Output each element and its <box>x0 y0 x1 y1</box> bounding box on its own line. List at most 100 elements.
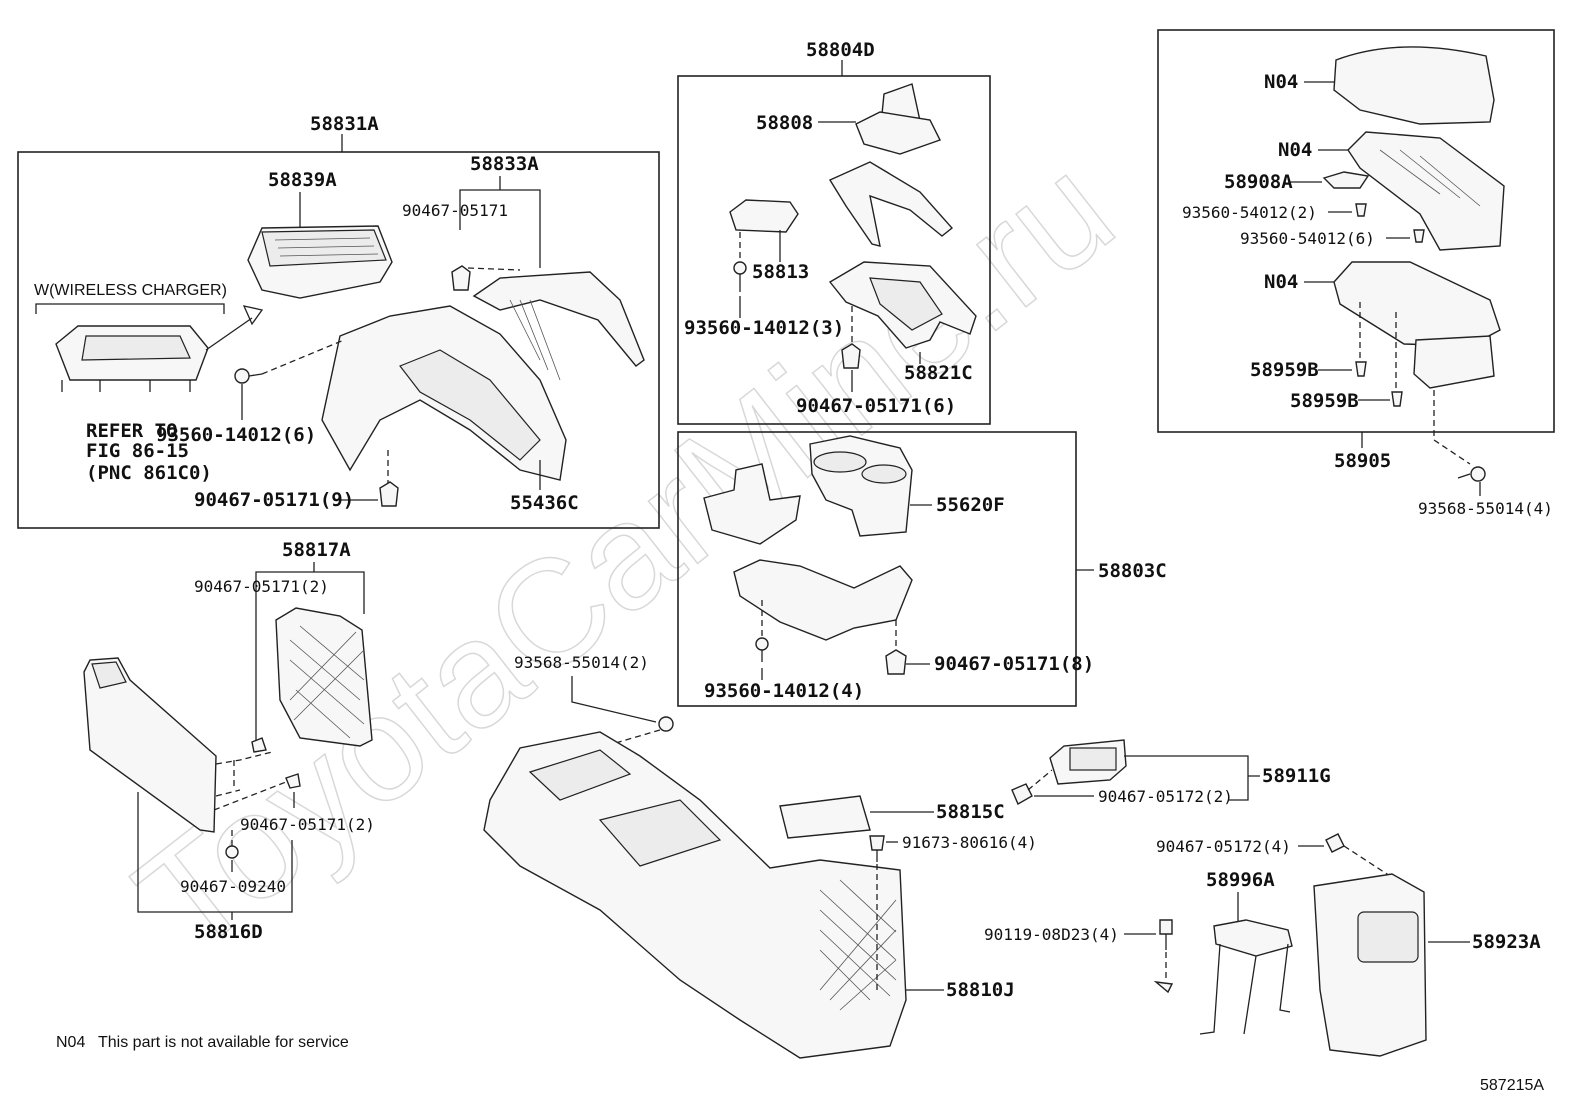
part-58996A-bracket <box>1199 919 1293 1035</box>
label-N04-a[interactable]: N04 <box>1264 71 1298 93</box>
label-90467-05171-6[interactable]: 90467-05171(6) <box>796 395 956 417</box>
label-93560-14012-3[interactable]: 93560-14012(3) <box>684 317 844 339</box>
label-58923A[interactable]: 58923A <box>1472 931 1541 953</box>
clip-90467-05171 <box>451 265 471 291</box>
label-93560-14012-4[interactable]: 93560-14012(4) <box>704 680 864 702</box>
part-55620F-cup-holder <box>809 435 913 537</box>
label-90467-05171-2b[interactable]: 90467-05171(2) <box>240 815 375 834</box>
clip-90467-05171-9 <box>379 481 399 507</box>
part-55436C-shell <box>321 305 567 481</box>
label-N04-c[interactable]: N04 <box>1264 271 1298 293</box>
label-90467-05171-2a[interactable]: 90467-05171(2) <box>194 577 329 596</box>
label-90467-05171-9[interactable]: 90467-05171(9) <box>194 489 354 511</box>
part-58911G-panel <box>1049 739 1127 785</box>
clip-90467-05172-2 <box>1011 783 1033 805</box>
clip-90467-05171-6 <box>841 343 861 369</box>
part-58803C-lower-tray <box>733 559 913 641</box>
clip-58816D <box>285 773 301 789</box>
group-58816D: 90467-05171(2) 90467-09240 58816D <box>83 657 375 943</box>
part-N04-lid <box>1333 46 1495 125</box>
label-90119-08D23-4[interactable]: 90119-08D23(4) <box>984 925 1119 944</box>
screw-93560-14012-6 <box>234 368 263 384</box>
label-93568-55014-4[interactable]: 93568-55014(4) <box>1418 499 1553 518</box>
screw-93568-55014-4 <box>1457 466 1486 482</box>
screw-93568-55014-2 <box>658 716 674 732</box>
label-58908A[interactable]: 58908A <box>1224 171 1293 193</box>
label-58808[interactable]: 58808 <box>756 112 813 134</box>
label-58833A[interactable]: 58833A <box>470 153 539 175</box>
clip-90467-09240 <box>225 845 239 859</box>
part-58816D-side-panel <box>83 657 217 833</box>
screw-93560-14012-4 <box>755 637 769 662</box>
label-58803C[interactable]: 58803C <box>1098 560 1167 582</box>
label-91673-80616-4[interactable]: 91673-80616(4) <box>902 833 1037 852</box>
bolt-90119-08D23-4 <box>1159 919 1173 950</box>
label-90467-05172-2[interactable]: 90467-05172(2) <box>1098 787 1233 806</box>
label-58815C[interactable]: 58815C <box>936 801 1005 823</box>
label-refer-fig[interactable]: FIG 86-15 <box>86 440 189 462</box>
label-58959B-b[interactable]: 58959B <box>1290 390 1359 412</box>
part-58821C-bezel <box>828 261 977 349</box>
label-93560-14012-6[interactable]: 93560-14012(6) <box>156 424 316 446</box>
label-90467-09240[interactable]: 90467-09240 <box>180 877 286 896</box>
label-90467-05172-4[interactable]: 90467-05172(4) <box>1156 837 1291 856</box>
screw-58959B-b <box>1391 391 1403 407</box>
label-58959B-a[interactable]: 58959B <box>1250 359 1319 381</box>
screw-91673-80616-4 <box>869 835 885 862</box>
part-N04-base <box>1333 261 1501 389</box>
part-58908A <box>1322 171 1370 189</box>
label-58911G[interactable]: 58911G <box>1262 765 1331 787</box>
label-refer-pnc[interactable]: (PNC 861C0) <box>86 462 212 484</box>
label-55620F[interactable]: 55620F <box>936 494 1005 516</box>
footnote-text: This part is not available for service <box>98 1034 349 1051</box>
label-93560-54012-6[interactable]: 93560-54012(6) <box>1240 229 1375 248</box>
part-58833A-panel <box>472 271 645 381</box>
label-90467-05171[interactable]: 90467-05171 <box>402 201 508 220</box>
label-58821C[interactable]: 58821C <box>904 362 973 384</box>
group-rear: 90467-05172(4) 58923A 58996A 90119-08D23… <box>984 833 1541 1057</box>
part-58839A-housing <box>247 225 393 299</box>
clip-58817A-a <box>251 737 267 753</box>
label-58810J[interactable]: 58810J <box>946 979 1015 1001</box>
screw-58959B-a <box>1355 361 1367 377</box>
label-58839A[interactable]: 58839A <box>268 169 337 191</box>
screw-93560-14012-3 <box>733 261 747 292</box>
screw-93560-54012-6 <box>1413 229 1425 243</box>
group-58911G: 58911G 90467-05172(2) <box>1011 739 1331 806</box>
label-refer-to[interactable]: REFER TO <box>86 420 178 442</box>
part-58803C-shift-tray <box>703 463 801 545</box>
clip-90467-05171-8 <box>885 649 907 675</box>
label-90467-05171-8[interactable]: 90467-05171(8) <box>934 653 1094 675</box>
label-93568-55014-2[interactable]: 93568-55014(2) <box>514 653 649 672</box>
figure-id: 587215A <box>1480 1077 1544 1094</box>
group-58831A: 58831A 58839A W(WIRELESS CHARGER) REFER … <box>17 113 660 529</box>
label-58817A[interactable]: 58817A <box>282 539 351 561</box>
label-58804D[interactable]: 58804D <box>806 39 875 61</box>
footnote-code: N04 <box>56 1034 85 1051</box>
part-58804D-trim-ring <box>828 161 954 247</box>
part-58808-shift-boot <box>855 83 941 155</box>
label-55436C[interactable]: 55436C <box>510 492 579 514</box>
group-58817A: 58817A 90467-05171(2) <box>194 539 373 753</box>
part-58817A-side-panel <box>275 607 373 747</box>
label-58996A[interactable]: 58996A <box>1206 869 1275 891</box>
clip-90467-05172-4 <box>1325 833 1345 853</box>
part-58810J-console <box>483 731 907 1059</box>
screw-93560-54012-2 <box>1355 203 1367 217</box>
group-console: 93568-55014(2) 58815C 91673-80616(4) 588… <box>483 653 1037 1059</box>
label-58905[interactable]: 58905 <box>1334 450 1391 472</box>
label-wireless-charger[interactable]: W(WIRELESS CHARGER) <box>34 282 227 299</box>
part-58923A-rear-panel <box>1313 873 1427 1057</box>
group-58905: 58905 N04 N04 58908A 93560-54012(2) 9356… <box>1157 29 1555 472</box>
label-N04-b[interactable]: N04 <box>1278 139 1312 161</box>
part-N04-box <box>1347 131 1505 251</box>
group-58804D: 58804D 58808 58813 93560-14012(3) 58821C <box>677 39 991 425</box>
label-93560-54012-2[interactable]: 93560-54012(2) <box>1182 203 1317 222</box>
label-58813[interactable]: 58813 <box>752 261 809 283</box>
part-wireless-charger <box>55 325 209 392</box>
label-58831A[interactable]: 58831A <box>310 113 379 135</box>
group-58803C: 58803C 55620F 93560-14012(4) 90467-05171… <box>677 431 1167 707</box>
label-58816D[interactable]: 58816D <box>194 921 263 943</box>
part-58815C-pad <box>779 795 871 839</box>
